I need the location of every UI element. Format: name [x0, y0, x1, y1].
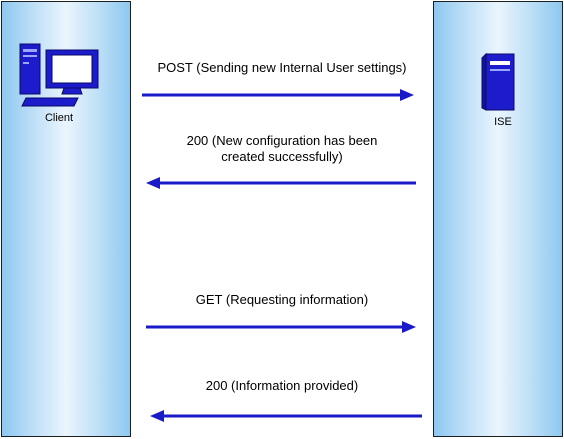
client-label: Client [44, 112, 74, 124]
post-message-label: POST (Sending new Internal User settings… [157, 60, 407, 75]
get-message-label: GET (Requesting information) [195, 292, 369, 307]
get-arrow [146, 321, 416, 333]
desktop-computer-icon [19, 43, 99, 107]
info-response-label: 200 (Information provided) [205, 378, 359, 393]
created-response-arrow [146, 177, 416, 189]
created-response-line2: created successfully) [221, 149, 343, 164]
post-arrow [142, 89, 414, 101]
created-response-label: 200 (New configuration has been created … [132, 133, 432, 165]
created-response-line1: 200 (New configuration has been [186, 133, 378, 148]
info-response-arrow [150, 410, 422, 422]
server-tower-icon [481, 52, 515, 111]
ise-label: ISE [494, 116, 512, 128]
